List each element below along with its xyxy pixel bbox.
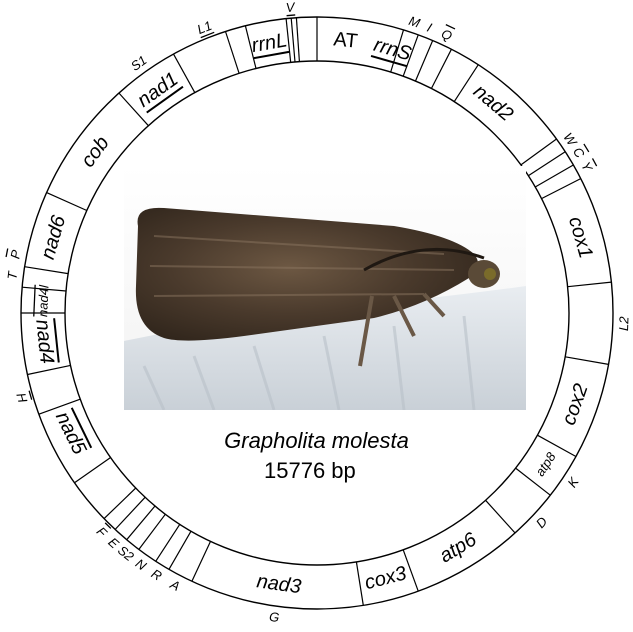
gene-label-g: G	[268, 609, 280, 625]
gene-label-c: C	[570, 145, 588, 161]
moth-photo	[124, 166, 526, 410]
segment-boundary	[486, 500, 515, 533]
gene-label-a: A	[167, 576, 183, 594]
segment-boundary	[115, 497, 145, 529]
segment-boundary	[431, 49, 451, 88]
gene-label-v: V	[285, 0, 296, 15]
gene-label-r: R	[149, 566, 165, 584]
segment-boundary	[28, 365, 71, 374]
segment-boundary	[416, 41, 433, 82]
segment-boundary	[75, 458, 111, 483]
segment-boundary	[565, 357, 608, 365]
segment-boundary	[47, 193, 87, 211]
gene-label-cox3: cox3	[362, 562, 408, 594]
gene-label-y: Y	[578, 159, 596, 175]
segment-boundary	[192, 541, 211, 581]
segment-boundary	[542, 179, 581, 199]
gene-label-f: F	[94, 524, 111, 541]
gene-label-k: K	[564, 474, 582, 491]
gene-label-nad2: nad2	[469, 80, 517, 125]
gene-label-nad4: nad4	[31, 318, 58, 365]
segment-boundary	[356, 562, 363, 606]
gene-label-i: I	[425, 20, 434, 35]
gene-label-nad4l: nad4l	[35, 284, 51, 318]
segment-boundary	[226, 32, 240, 74]
gene-label-cox1: cox1	[564, 214, 597, 261]
segment-boundary	[403, 550, 418, 591]
gene-label-p: P	[7, 248, 23, 260]
gene-label-atp6: atp6	[436, 528, 481, 567]
gene-label-q: Q	[439, 26, 455, 44]
gene-label-cox2: cox2	[558, 381, 593, 428]
gene-label-l1: L1	[195, 18, 214, 37]
gene-label-rrnl: rrnL	[250, 29, 289, 57]
gene-label-rrns: rrnS	[371, 34, 414, 66]
gene-label-l2: L2	[616, 315, 632, 331]
gene-label-at: AT	[332, 28, 358, 52]
gene-label-n: N	[133, 556, 150, 574]
segment-boundary	[291, 18, 295, 62]
species-name: Grapholita molesta	[0, 428, 633, 454]
gene-label-m: M	[407, 13, 422, 31]
gene-label-nad6: nad6	[37, 212, 71, 262]
segment-boundary	[296, 18, 299, 62]
segment-boundary	[25, 267, 69, 274]
gene-label-nad3: nad3	[255, 570, 302, 598]
gene-label-cob: cob	[77, 132, 114, 171]
segment-boundary	[104, 488, 136, 518]
gene-label-d: D	[533, 514, 550, 531]
segment-boundary	[568, 282, 612, 287]
segment-boundary	[127, 506, 155, 540]
genome-size: 15776 bp	[264, 458, 356, 484]
gene-label-h: H	[13, 391, 30, 405]
gene-label-t: T	[4, 270, 20, 281]
segment-boundary	[39, 399, 80, 414]
